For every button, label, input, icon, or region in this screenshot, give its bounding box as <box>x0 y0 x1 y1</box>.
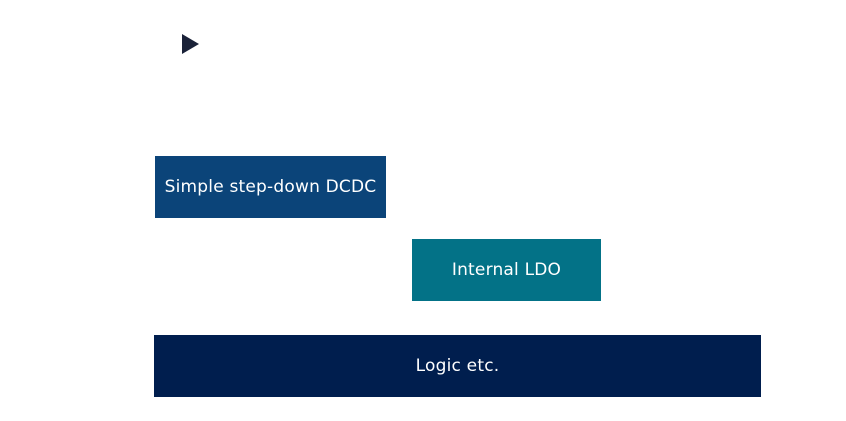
logic-block-label: Logic etc. <box>415 356 500 376</box>
dcdc-block-label: Simple step-down DCDC <box>164 177 377 197</box>
internal-ldo-block-label: Internal LDO <box>451 260 562 280</box>
internal-ldo-block: Internal LDO <box>412 239 601 301</box>
play-triangle-icon <box>182 34 199 54</box>
logic-block: Logic etc. <box>154 335 761 397</box>
dcdc-block: Simple step-down DCDC <box>155 156 386 218</box>
